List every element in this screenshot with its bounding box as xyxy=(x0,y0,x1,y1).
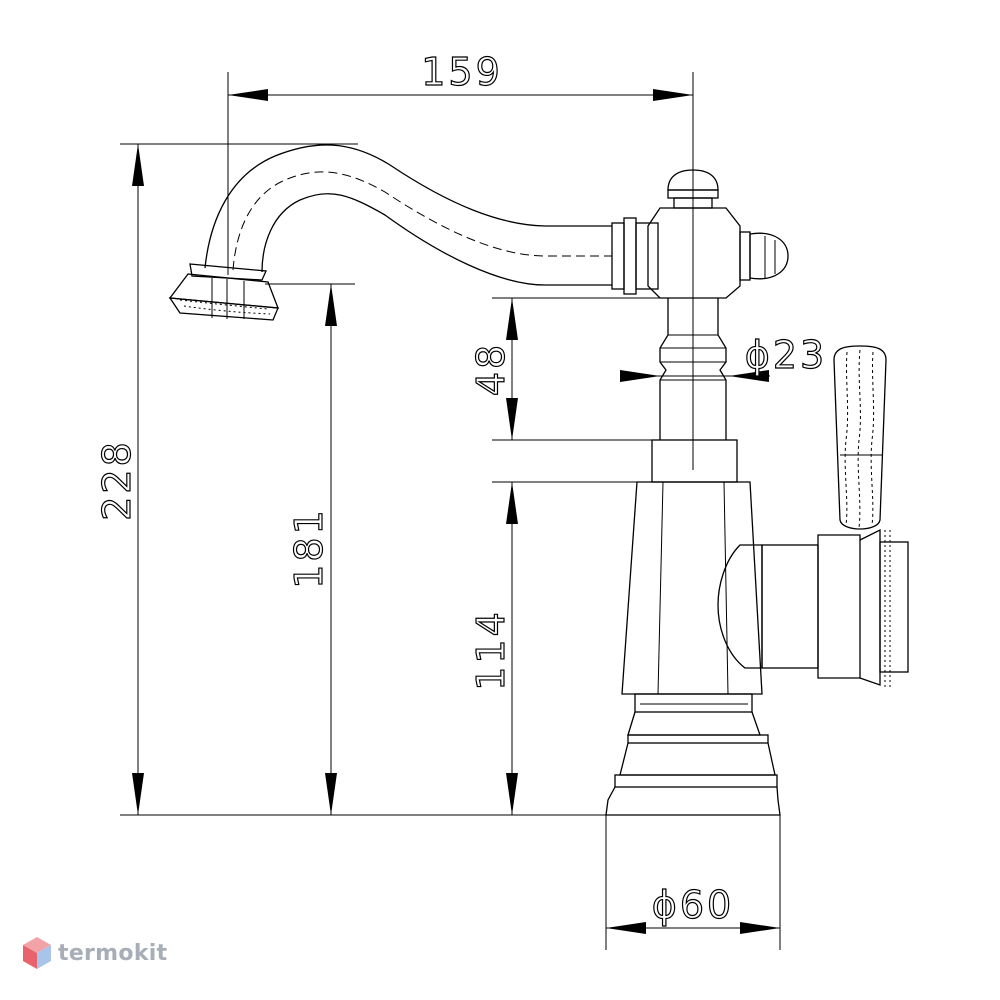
dimension-228: 228 xyxy=(94,144,144,815)
dimension-label-114: 114 xyxy=(469,609,513,691)
dimension-label-48: 48 xyxy=(469,342,513,396)
cube-icon xyxy=(23,937,51,969)
faucet-base xyxy=(605,693,781,816)
dimension-48: 48 xyxy=(468,298,518,440)
lever-handle xyxy=(833,345,887,530)
dimension-label-181: 181 xyxy=(287,507,331,589)
dimension-label-d23: ϕ23 xyxy=(745,333,827,377)
neck xyxy=(651,298,738,483)
faucet-spout xyxy=(204,144,659,295)
aerator xyxy=(168,263,279,321)
dimension-d60: ϕ60 xyxy=(606,882,780,934)
dimension-label-d60: ϕ60 xyxy=(652,883,734,927)
dimension-181: 181 xyxy=(286,284,337,815)
dimension-159: 159 xyxy=(228,49,693,101)
extension-lines xyxy=(120,72,781,950)
faucet-body xyxy=(621,481,909,695)
dimension-label-159: 159 xyxy=(421,50,503,94)
dimension-d23: ϕ23 xyxy=(620,332,827,382)
dimension-label-228: 228 xyxy=(95,439,139,521)
top-cap xyxy=(647,169,789,299)
dimension-114: 114 xyxy=(468,482,518,815)
watermark-text: termokit xyxy=(58,940,168,966)
watermark-logo: termokit xyxy=(22,936,167,970)
